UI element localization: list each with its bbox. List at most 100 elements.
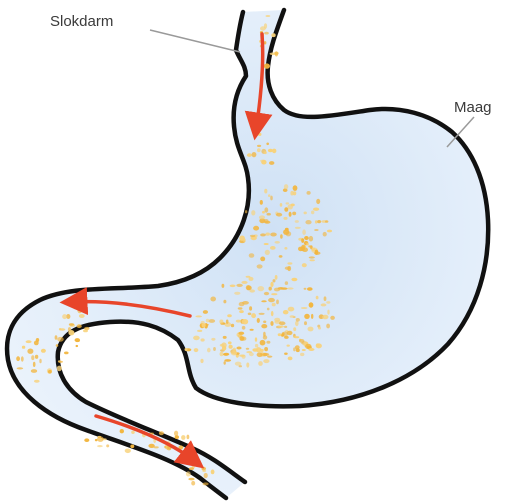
food-particle xyxy=(261,300,267,302)
food-particle xyxy=(301,307,308,309)
food-particle xyxy=(236,284,242,287)
food-particle xyxy=(275,275,278,280)
food-particle xyxy=(203,310,208,314)
food-particle xyxy=(77,324,82,328)
food-particle xyxy=(263,321,266,324)
food-particle xyxy=(264,151,267,154)
food-particle xyxy=(257,264,263,268)
food-particle xyxy=(266,143,269,146)
food-particle xyxy=(77,308,82,313)
food-particle xyxy=(258,361,263,366)
food-particle xyxy=(57,366,62,372)
food-particle xyxy=(197,330,202,332)
food-particle xyxy=(260,233,266,236)
esophagus-leader-line xyxy=(150,30,240,52)
food-particle xyxy=(302,349,306,351)
food-particle xyxy=(195,315,202,317)
food-particle xyxy=(189,467,194,470)
food-particle xyxy=(76,340,80,342)
food-particle xyxy=(282,332,285,336)
food-particle xyxy=(250,235,255,237)
food-particle xyxy=(257,145,261,147)
food-particle xyxy=(234,292,240,295)
food-particle xyxy=(301,238,304,243)
food-particle xyxy=(253,226,259,231)
food-particle xyxy=(300,353,304,356)
food-particle xyxy=(56,344,59,347)
food-particle xyxy=(276,213,282,217)
food-particle xyxy=(263,332,266,337)
food-particle xyxy=(285,281,288,285)
food-particle xyxy=(26,340,32,343)
food-particle xyxy=(304,212,307,215)
food-particle xyxy=(309,302,314,307)
food-particle xyxy=(201,467,206,471)
food-particle xyxy=(236,320,241,323)
food-particle xyxy=(278,326,284,328)
food-particle xyxy=(309,256,315,258)
food-particle xyxy=(287,287,293,289)
food-particle xyxy=(130,445,134,449)
food-particle xyxy=(84,327,89,330)
food-particle xyxy=(321,303,327,306)
food-particle xyxy=(230,285,236,288)
food-particle xyxy=(239,236,245,241)
food-particle xyxy=(316,296,319,300)
food-particle xyxy=(313,208,319,211)
food-particle xyxy=(285,267,290,270)
food-particle xyxy=(246,285,251,290)
food-particle xyxy=(268,194,270,197)
food-particle xyxy=(315,220,318,223)
food-particle xyxy=(264,347,268,351)
food-particle xyxy=(193,336,200,341)
food-particle xyxy=(325,220,328,223)
food-particle xyxy=(326,324,330,329)
food-particle xyxy=(260,160,266,162)
food-particle xyxy=(247,153,252,157)
food-particle xyxy=(242,319,248,324)
food-particle xyxy=(16,356,20,361)
food-particle xyxy=(229,345,233,349)
food-particle xyxy=(286,202,290,204)
food-particle xyxy=(181,435,185,440)
food-particle xyxy=(239,310,244,313)
food-particle xyxy=(276,300,279,305)
food-particle xyxy=(31,355,34,360)
food-particle xyxy=(242,301,249,305)
food-particle xyxy=(224,359,231,362)
food-particle xyxy=(304,314,310,319)
food-particle xyxy=(223,336,227,339)
food-particle xyxy=(236,347,241,350)
food-particle xyxy=(271,311,274,316)
esophagus-label: Slokdarm xyxy=(50,13,113,30)
food-particle xyxy=(159,431,164,435)
food-particle xyxy=(97,445,103,447)
food-particle xyxy=(41,349,46,353)
food-particle xyxy=(31,369,37,373)
food-particle xyxy=(308,348,314,351)
food-particle xyxy=(257,318,260,323)
food-particle xyxy=(257,148,261,152)
food-particle xyxy=(293,185,298,191)
food-particle xyxy=(257,353,263,358)
food-particle xyxy=(280,203,283,207)
food-particle xyxy=(131,431,135,434)
food-particle xyxy=(209,319,216,323)
food-particle xyxy=(223,300,226,304)
food-particle xyxy=(284,326,287,328)
food-particle xyxy=(270,233,277,237)
food-particle xyxy=(252,152,257,157)
food-particle xyxy=(275,51,278,56)
food-particle xyxy=(278,333,282,336)
food-particle xyxy=(27,349,33,354)
food-particle xyxy=(125,449,131,454)
food-particle xyxy=(68,330,74,335)
food-particle xyxy=(266,15,271,17)
food-particle xyxy=(235,362,242,366)
food-particle xyxy=(221,342,226,348)
food-particle xyxy=(322,315,328,320)
food-particle xyxy=(21,356,24,361)
food-particle xyxy=(79,314,85,318)
food-particle xyxy=(231,324,234,328)
food-particle xyxy=(223,353,228,356)
